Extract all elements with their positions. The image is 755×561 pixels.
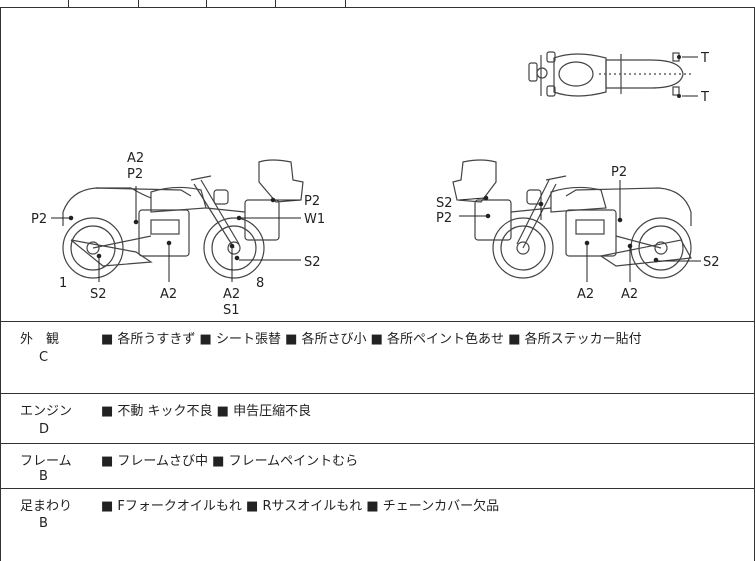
- top-view-motorcycle: [528, 51, 691, 97]
- label-right-s2-rear: S2: [703, 255, 720, 270]
- issues-text: ■ 不動 キック不良 ■ 申告圧縮不良: [101, 404, 312, 419]
- label-left-p2-rear: P2: [31, 212, 47, 227]
- label-left-a2-fork: A2: [223, 287, 240, 302]
- right-view-motorcycle: [452, 159, 692, 279]
- label-left-w1: W1: [304, 212, 325, 227]
- category-label: 外 観: [20, 332, 60, 347]
- label-left-s2-front: S2: [304, 255, 321, 270]
- motorcycle-diagram-svg: T T: [31, 51, 720, 318]
- grade-label: B: [39, 469, 48, 484]
- label-left-a2-engine: A2: [160, 287, 177, 302]
- grade-label: C: [39, 350, 49, 365]
- left-view-motorcycle: [62, 159, 304, 279]
- damage-diagram: T T: [0, 8, 755, 322]
- label-right-p2-top: P2: [611, 165, 627, 180]
- label-left-p2-top: P2: [127, 167, 143, 182]
- category-label: 足まわり: [20, 499, 73, 514]
- label-left-s2-rear: S2: [90, 287, 107, 302]
- label-right-p2-front: P2: [436, 211, 452, 226]
- label-top-t1: T: [700, 51, 709, 66]
- issues-text: ■ 各所うすきず ■ シート張替 ■ 各所さび小 ■ 各所ペイント色あせ ■ 各…: [101, 332, 642, 347]
- category-label: エンジン: [20, 404, 73, 419]
- label-left-a2-top: A2: [127, 151, 144, 166]
- grade-label: B: [39, 516, 48, 531]
- label-right-s2-front: S2: [436, 196, 453, 211]
- condition-table: 外 観 C ■ 各所うすきず ■ シート張替 ■ 各所さび小 ■ 各所ペイント色…: [0, 322, 755, 561]
- row-frame: フレーム B ■ フレームさび中 ■ フレームペイントむら: [0, 444, 755, 489]
- right-view-markers: [458, 180, 701, 282]
- label-left-p2-front: P2: [304, 194, 320, 209]
- top-view-markers: [677, 55, 698, 98]
- issues-text: ■ Fフォークオイルもれ ■ Rサスオイルもれ ■ チェーンカバー欠品: [101, 499, 500, 514]
- category-label: フレーム: [20, 454, 72, 469]
- row-suspension: 足まわり B ■ Fフォークオイルもれ ■ Rサスオイルもれ ■ チェーンカバー…: [0, 489, 755, 561]
- issues-text: ■ フレームさび中 ■ フレームペイントむら: [101, 454, 359, 469]
- label-right-a2-engine: A2: [577, 287, 594, 302]
- label-left-s1: S1: [223, 303, 240, 318]
- grade-label: D: [39, 422, 50, 437]
- row-exterior: 外 観 C ■ 各所うすきず ■ シート張替 ■ 各所さび小 ■ 各所ペイント色…: [0, 322, 755, 394]
- header-table-remnant: [0, 0, 755, 8]
- label-right-a2-exhaust: A2: [621, 287, 638, 302]
- label-left-1: 1: [59, 276, 67, 291]
- left-view-markers: [51, 186, 301, 282]
- row-engine: エンジン D ■ 不動 キック不良 ■ 申告圧縮不良: [0, 394, 755, 444]
- label-left-8: 8: [256, 276, 264, 291]
- label-top-t2: T: [700, 90, 709, 105]
